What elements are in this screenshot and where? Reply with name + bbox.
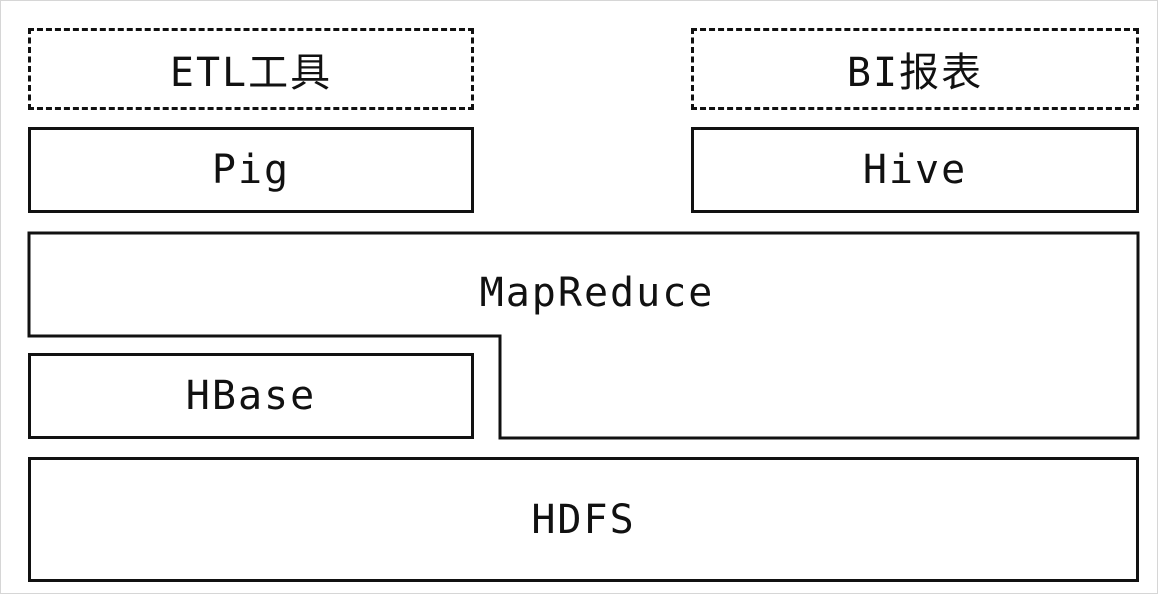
hbase-label: HBase [185,373,317,419]
etl-tools-label: ETL工具 [169,50,333,96]
hive-label: Hive [862,147,968,193]
bi-reports-box [691,28,1139,110]
hdfs-label: HDFS [531,496,636,543]
pig-label: Pig [211,147,291,193]
bi-reports-label: BI报表 [846,50,984,96]
mapreduce-label: MapReduce [479,270,715,316]
etl-tools-box [28,28,474,110]
pig-box [28,127,474,213]
hive-box [691,127,1139,213]
hdfs-box [28,457,1139,582]
hbase-box [28,353,474,439]
